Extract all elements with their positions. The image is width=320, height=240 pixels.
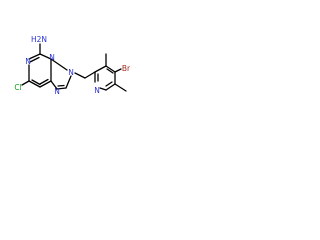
bond-pyridine-methyl-right (114, 83, 127, 92)
purine-n3-label: N (25, 57, 31, 66)
bond-n7-c8 (56, 87, 67, 90)
bond-c8-n9 (65, 75, 72, 89)
pyridine-n-label: N (94, 86, 100, 95)
bond-pyridine-c3-c4-double (106, 68, 114, 74)
bond-n9-c4 (50, 58, 68, 71)
purine-n9-label: N (68, 68, 74, 77)
bond-c5-n7 (50, 80, 58, 90)
bond-c5-c6 (39, 80, 52, 88)
bond-c6-chlorine (21, 80, 30, 86)
bond-n7-c8-double (57, 84, 65, 87)
bond-c2-n3 (28, 53, 41, 60)
bond-c2-n1 (39, 53, 52, 60)
purine-n7-label: N (54, 87, 60, 96)
chemical-structure-diagram: H2N Cl Br N N N N N (14, 35, 131, 96)
bond-methylene-pyridine (84, 71, 96, 79)
bond-pyridine-c3-c4 (105, 65, 116, 73)
bond-pyridine-c5-c6 (105, 83, 116, 91)
amine-label: H2N (31, 35, 47, 44)
bond-pyridine-c2-c3 (94, 65, 107, 73)
bond-c2-n3-double (29, 56, 40, 63)
bond-n9-methylene (74, 72, 86, 79)
bond-c5-c6-double (39, 78, 49, 85)
bond-pyridine-c5-c6-double (105, 81, 113, 87)
bond-pyridine-bromine (114, 68, 122, 73)
bromine-label: Br (122, 64, 131, 73)
purine-n1-label: N (49, 53, 55, 62)
bond-c4-n5-double (31, 79, 41, 86)
bond-c4-n5 (28, 80, 41, 88)
bond-pyridine-c6-n (99, 87, 107, 91)
chlorine-label: Cl (14, 83, 21, 92)
